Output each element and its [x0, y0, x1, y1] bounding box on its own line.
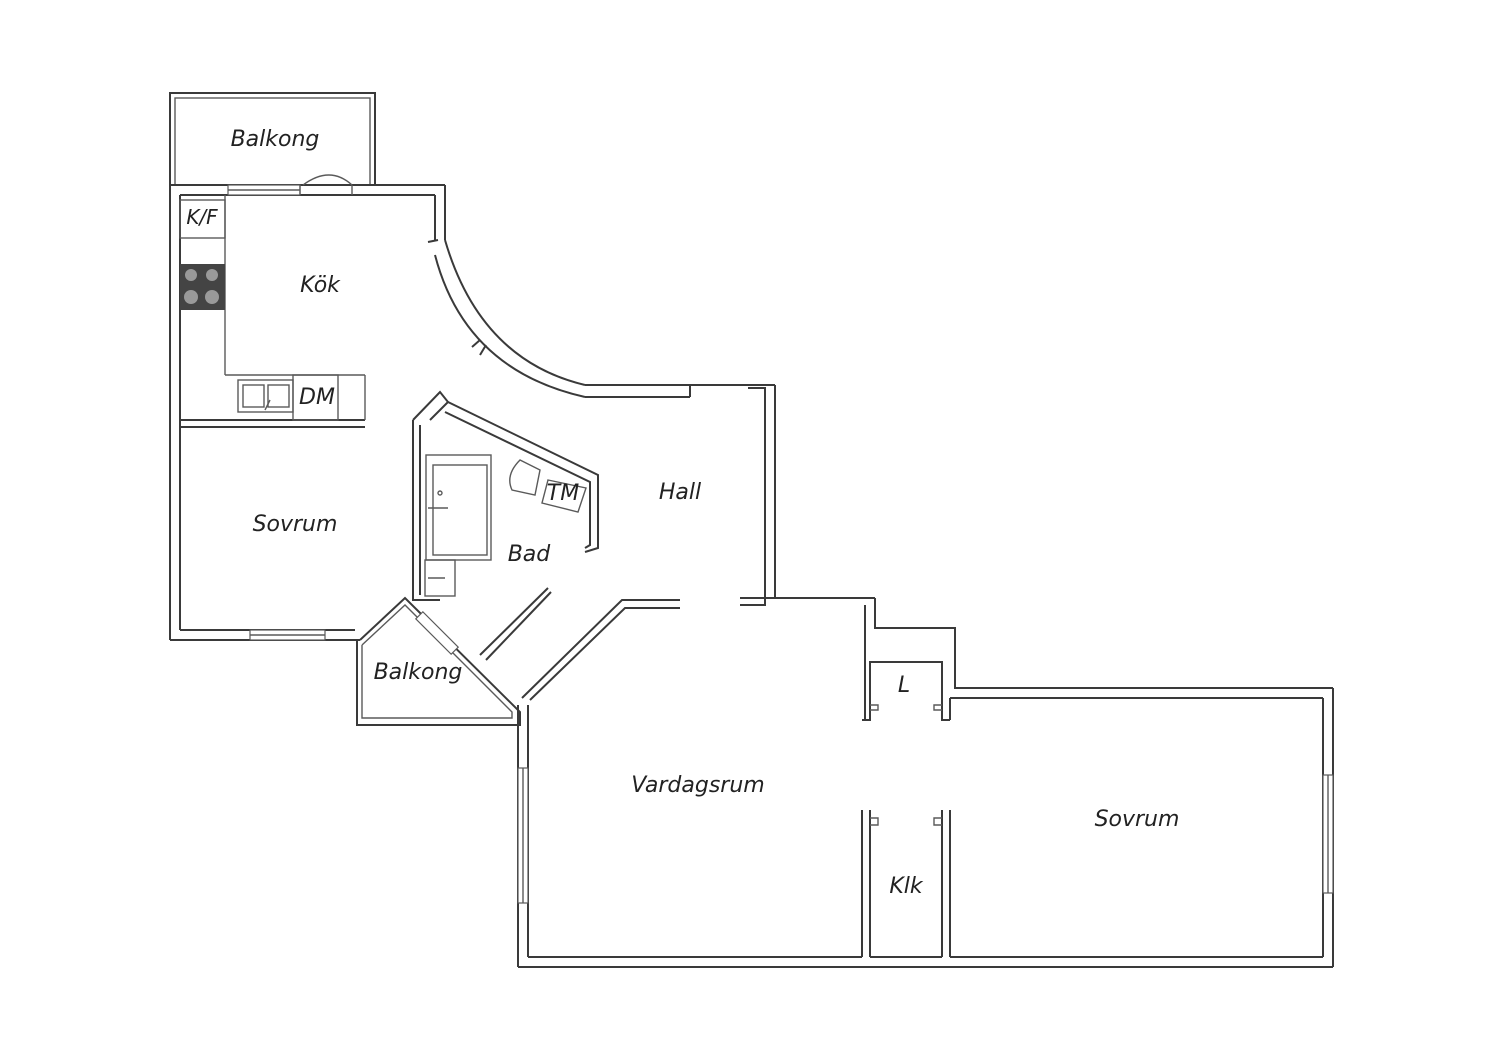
room-label-kok: Kök [300, 273, 341, 298]
bathroom-walls [412, 390, 599, 661]
balcony-door [299, 174, 353, 195]
room-label-dm: DM [299, 385, 335, 410]
room-label-balkong-bottom: Balkong [374, 660, 463, 685]
room-label-kf: K/F [186, 205, 218, 229]
room-label-vardagsrum: Vardagsrum [631, 773, 764, 798]
room-label-tm: TM [547, 481, 579, 506]
closet-l [862, 661, 950, 721]
kitchen-fixtures [179, 199, 339, 421]
room-label-l: L [898, 673, 910, 698]
room-label-sovrum-left: Sovrum [253, 512, 338, 537]
room-label-balkong-top: Balkong [231, 127, 320, 152]
room-label-hall: Hall [659, 480, 701, 505]
room-label-sovrum-right: Sovrum [1095, 807, 1180, 832]
room-label-bad: Bad [508, 542, 552, 567]
closet-klk [861, 810, 951, 958]
hall-walls [521, 385, 1333, 720]
outer-walls-lower [517, 688, 1334, 968]
balcony-bottom [356, 596, 521, 726]
room-label-klk: Klk [889, 874, 924, 899]
